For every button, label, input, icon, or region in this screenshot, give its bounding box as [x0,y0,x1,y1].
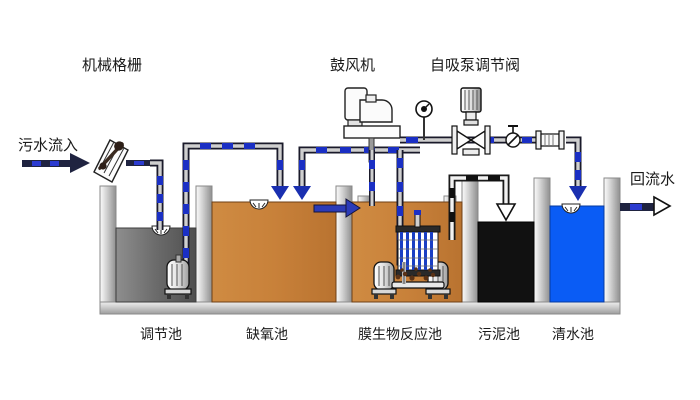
tank-liquid-anoxic [211,201,337,303]
pipe-screen-to-regulating [150,159,164,230]
flexible-connector-icon [535,130,565,150]
motor-control-valve-icon [451,87,491,156]
pipe-return-to-anoxic [293,146,420,200]
label-tank-mbr: 膜生物反应池 [358,327,442,343]
butterfly-valve-icon [505,125,521,148]
inflow-arrow [22,153,90,173]
label-inflow: 污水流入 [18,136,79,154]
tank-liquid-clearwater [549,205,605,303]
pipe-regulating-to-anoxic [182,142,289,282]
label-mechanical-screen: 机械格栅 [82,56,143,74]
submersible-pump-mbr-left [371,261,397,299]
air-diffuser-icon [391,262,445,289]
label-pump-valve: 自吸泵调节阀 [430,56,521,74]
pipe-effluent-to-clearwater [566,136,587,201]
label-tank-regulating: 调节池 [140,327,182,343]
water-level-marker-clearwater [561,203,581,214]
label-tank-clearwater: 清水池 [552,327,594,343]
mechanical-bar-screen-icon [93,139,156,183]
tank-liquid-sludge [477,221,535,303]
transfer-arrow-anoxic-to-mbr [313,198,361,218]
label-tank-anoxic: 缺氧池 [246,327,288,343]
label-return-water: 回流水 [630,170,676,188]
water-level-marker-anoxic [249,199,269,210]
label-blower: 鼓风机 [330,56,376,74]
label-tank-sludge: 污泥池 [478,327,520,343]
return-water-outlet [620,195,672,217]
pipe-sludge-to-sludge-tank [448,174,517,240]
pressure-gauge-icon [415,100,433,140]
submersible-pump-regulating [164,254,192,299]
bubbles [395,267,436,281]
pipe-mbr-permeate-riser [369,150,375,206]
